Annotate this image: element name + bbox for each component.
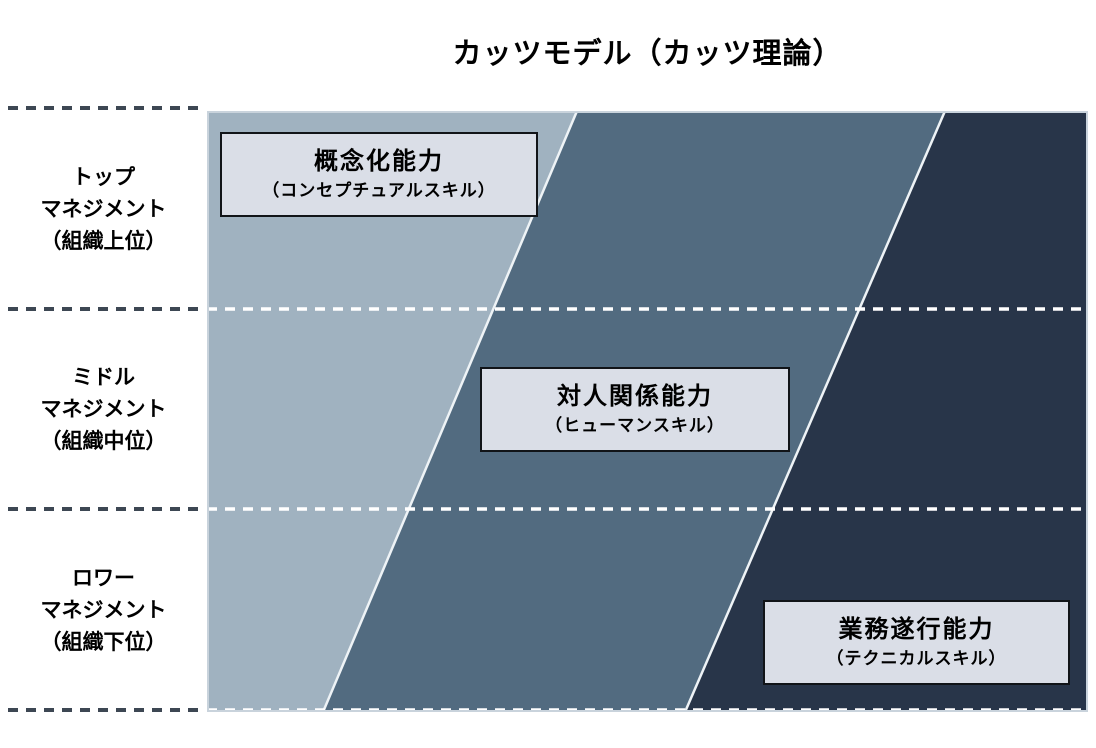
- row-label-line: マネジメント: [40, 198, 167, 221]
- row-label-line: （組織中位）: [40, 430, 167, 453]
- skill-box-conceptual: 概念化能力 （コンセプチュアルスキル）: [220, 132, 538, 217]
- row-label-lower-management: ロワー マネジメント （組織下位）: [0, 563, 207, 659]
- diagram-title: カッツモデル（カッツ理論）: [452, 38, 843, 70]
- row-label-middle-management: ミドル マネジメント （組織中位）: [0, 362, 207, 458]
- chart-edge-border: [207, 111, 1088, 712]
- row-separator-dash-bottom: [8, 708, 204, 712]
- skill-subtitle: （テクニカルスキル）: [826, 649, 1007, 668]
- row-label-line: トップ: [72, 166, 135, 189]
- band-technical-area: [685, 111, 1088, 712]
- row-label-line: （組織上位）: [40, 230, 167, 253]
- row-separator-dash-top: [8, 106, 204, 110]
- diagonal-divider-right: [683, 111, 947, 712]
- row-label-line: ロワー: [72, 567, 135, 590]
- row-label-top-management: トップ マネジメント （組織上位）: [0, 162, 207, 258]
- skill-box-human: 対人関係能力 （ヒューマンスキル）: [480, 367, 790, 452]
- skill-name: 業務遂行能力: [838, 616, 995, 643]
- skill-subtitle: （ヒューマンスキル）: [545, 416, 725, 435]
- row-separator-dash-upper-mid: [8, 307, 204, 311]
- skill-name: 対人関係能力: [557, 383, 713, 410]
- skill-subtitle: （コンセプチュアルスキル）: [262, 181, 496, 200]
- row-label-line: マネジメント: [40, 599, 167, 622]
- row-label-line: ミドル: [72, 366, 135, 389]
- row-label-line: （組織下位）: [40, 631, 167, 654]
- skill-name: 概念化能力: [314, 148, 444, 175]
- row-label-line: マネジメント: [40, 398, 167, 421]
- skill-box-technical: 業務遂行能力 （テクニカルスキル）: [763, 600, 1070, 685]
- row-separator-dash-lower-mid: [8, 507, 204, 511]
